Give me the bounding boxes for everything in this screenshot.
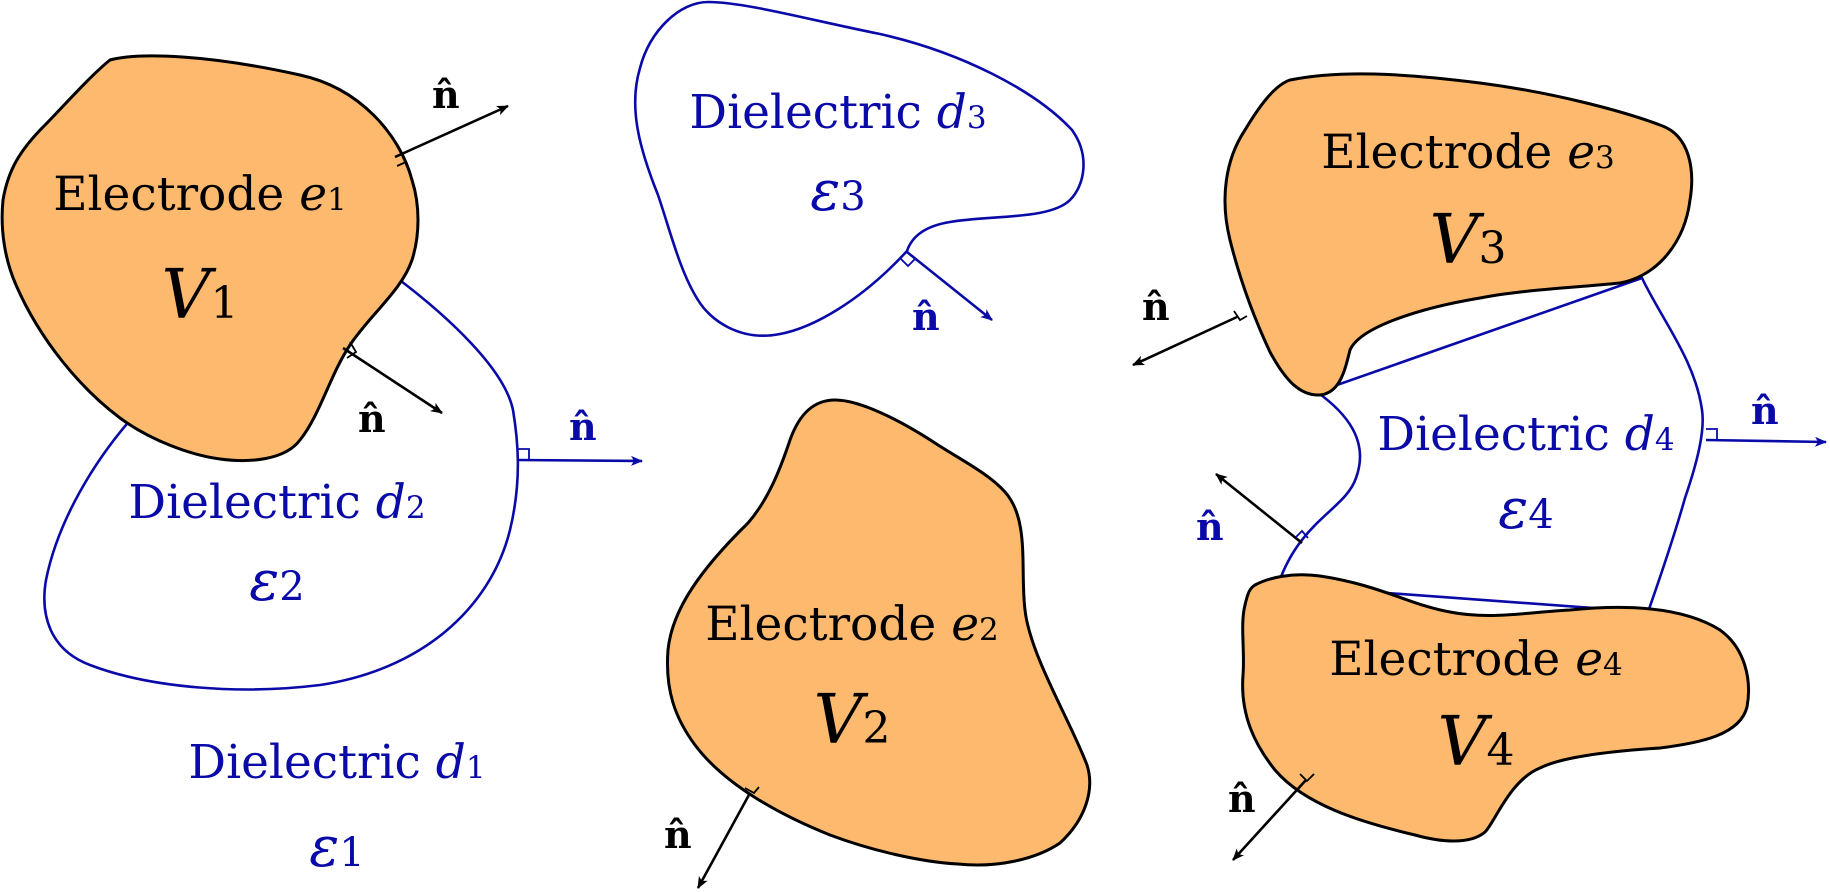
dielectric-d1-label: Dielectric d1 xyxy=(188,735,485,790)
normal-label-e3: n̂ xyxy=(1142,284,1170,329)
electrode-e3-label: Electrode e3 xyxy=(1321,125,1615,180)
right-angle-mark-e1-lower xyxy=(346,341,358,359)
dielectric-d3-label: Dielectric d3 xyxy=(689,85,986,140)
normal-arrow-d4-left xyxy=(1215,472,1303,545)
normal-arrow-d2 xyxy=(517,455,643,466)
dielectric-d1-permittivity: ε1 xyxy=(309,815,365,880)
normal-arrow-d3 xyxy=(906,250,993,322)
electrode-e2-potential: V2 xyxy=(813,681,890,760)
electrode-e3-potential: V3 xyxy=(1429,201,1506,280)
electrode-e4-label: Electrode e4 xyxy=(1329,632,1623,687)
normal-arrow-e1-lower xyxy=(342,346,443,415)
normal-label-e4: n̂ xyxy=(1228,776,1256,821)
normal-label-d4-left: n̂ xyxy=(1196,504,1224,549)
electrode-e2-label: Electrode e2 xyxy=(705,597,999,652)
electrode-e4-shape xyxy=(1241,573,1751,843)
right-angle-mark-e2 xyxy=(744,786,760,795)
right-angle-mark-d4-left xyxy=(1295,529,1309,539)
normal-label-d3: n̂ xyxy=(912,294,940,339)
dielectric-d3-permittivity: ε3 xyxy=(810,159,866,224)
dielectric-d4-permittivity: ε4 xyxy=(1498,477,1554,542)
normal-arrow-e1-top xyxy=(394,104,509,159)
dielectric-d3-region xyxy=(633,0,1085,337)
normal-label-e2: n̂ xyxy=(664,812,692,857)
right-angle-mark-d4-right xyxy=(1706,428,1718,440)
electrode-e4-potential: V4 xyxy=(1437,703,1514,782)
right-angle-mark-d3 xyxy=(900,258,916,268)
electrode-e2-shape xyxy=(666,398,1092,867)
normal-label-d4-right: n̂ xyxy=(1751,388,1779,433)
normal-arrow-e4 xyxy=(1232,779,1307,861)
normal-label-e1-lower: n̂ xyxy=(358,396,386,441)
dielectric-d2-region xyxy=(43,276,520,691)
dielectric-d4-label: Dielectric d4 xyxy=(1377,407,1674,462)
normal-arrow-e3 xyxy=(1132,315,1238,367)
normal-arrow-e2 xyxy=(696,792,752,889)
dielectric-d2-label: Dielectric d2 xyxy=(128,475,425,530)
right-angle-mark-e3 xyxy=(1233,310,1248,322)
electrode-e1-label: Electrode e1 xyxy=(53,167,347,222)
right-angle-mark-e4 xyxy=(1299,773,1315,783)
electrode-e3-shape xyxy=(1223,72,1694,397)
normal-arrow-d4-right xyxy=(1705,436,1827,447)
right-angle-mark-d2 xyxy=(518,448,530,460)
electrode-e1-shape xyxy=(0,54,420,462)
normal-label-e1-top: n̂ xyxy=(432,72,460,117)
dielectric-d2-permittivity: ε2 xyxy=(249,549,305,614)
right-angle-mark-e1-top xyxy=(396,152,408,167)
dielectric-d4-region xyxy=(1276,276,1704,614)
electrode-e1-potential: V1 xyxy=(161,256,238,335)
normal-label-d2: n̂ xyxy=(569,404,597,449)
